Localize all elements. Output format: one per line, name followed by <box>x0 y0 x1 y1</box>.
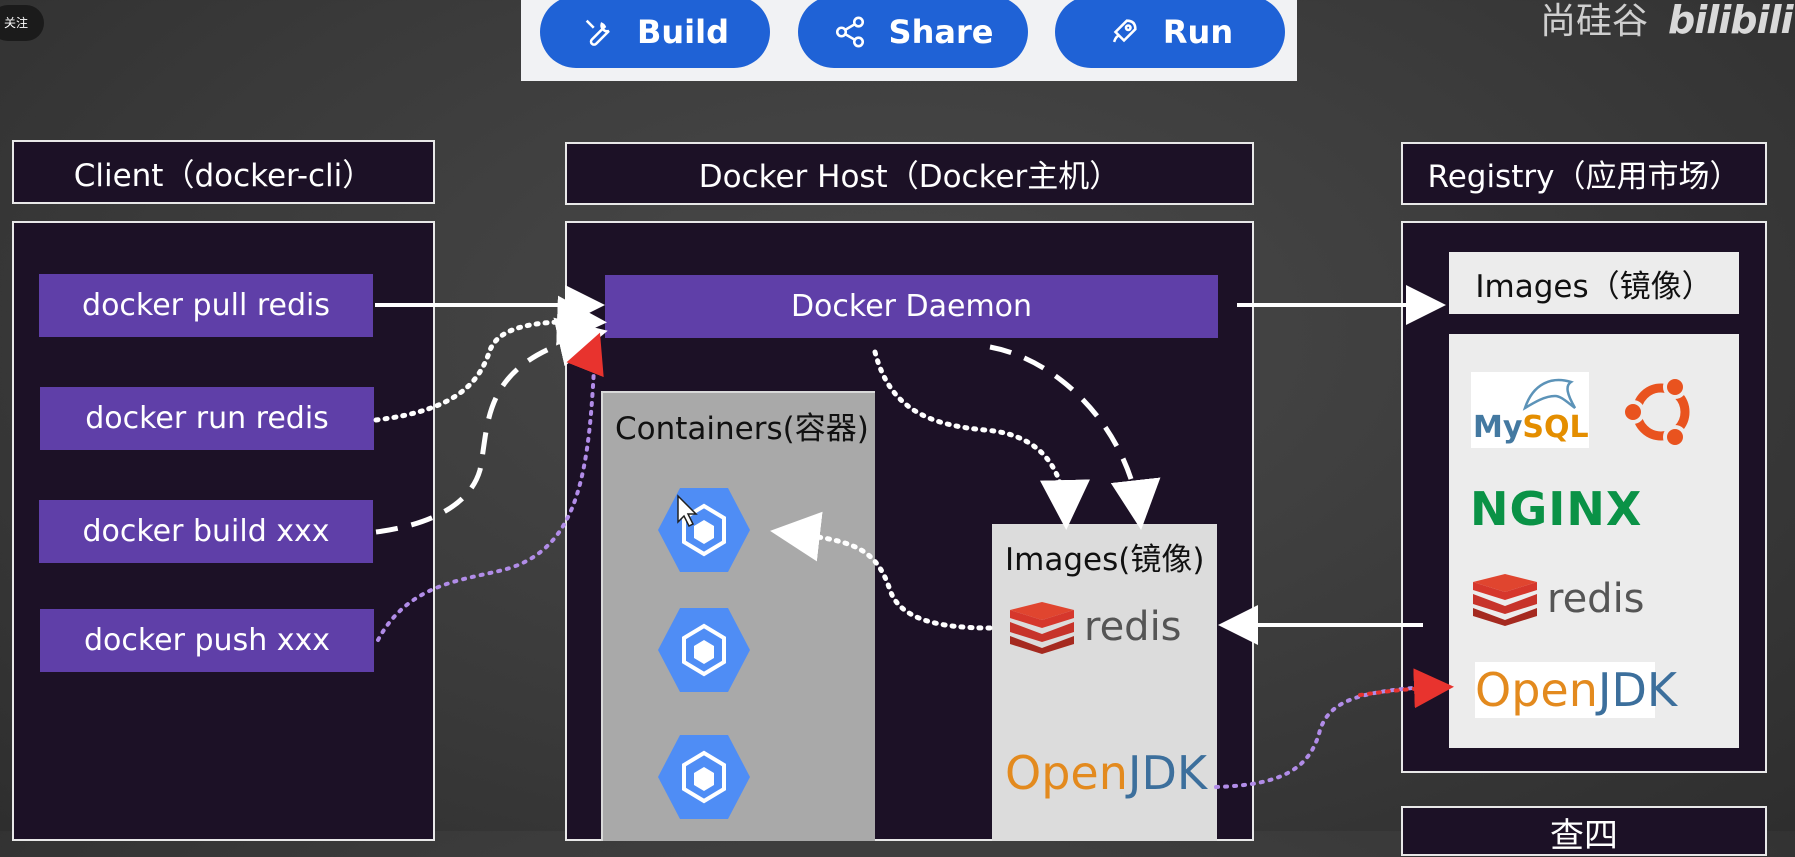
daemon-images-dashed-arrow <box>989 344 1161 530</box>
wrench-icon <box>585 19 610 46</box>
dolphin-icon <box>1522 378 1577 411</box>
toolbar: Build Share Run <box>521 0 1297 81</box>
share-icon <box>835 16 864 48</box>
client-title: Client（docker-cli） <box>12 140 435 204</box>
cmd-docker-pull: docker pull redis <box>39 274 373 337</box>
redis-icon <box>1473 574 1537 626</box>
registry-title: Registry（应用市场） <box>1401 142 1767 205</box>
containers-title: Containers(容器) <box>615 411 869 447</box>
registry-images-title: Images（镜像） <box>1449 252 1739 314</box>
openjdk-push-arrow <box>1214 684 1447 789</box>
share-label: Share <box>888 13 994 51</box>
cmd-docker-push: docker push xxx <box>40 609 374 672</box>
watermark-bilibili: bilibili <box>1668 0 1794 42</box>
share-button[interactable]: Share <box>798 0 1028 68</box>
container-icon <box>658 608 750 692</box>
mysql-label: MySQL <box>1473 410 1589 445</box>
run-label: Run <box>1162 13 1234 51</box>
host-redis-logo: redis <box>1008 600 1182 654</box>
run-button[interactable]: Run <box>1055 0 1285 68</box>
build-arrow <box>375 317 608 535</box>
host-redis-label: redis <box>1084 604 1182 650</box>
arrows-layer <box>373 285 1454 789</box>
host-images-title: Images(镜像) <box>1005 542 1205 578</box>
push-arrow <box>376 343 597 642</box>
build-button[interactable]: Build <box>540 0 770 68</box>
nginx-logo: NGINX <box>1470 482 1643 536</box>
container-icon <box>658 735 750 819</box>
registry-openjdk-logo: OpenJDK <box>1475 662 1678 718</box>
watermark-logo: 尚硅谷 <box>1540 1 1649 42</box>
host-openjdk-logo: OpenJDK <box>1005 746 1208 800</box>
cmd-docker-build: docker build xxx <box>39 500 373 563</box>
mouse-cursor-icon <box>677 494 698 528</box>
build-label: Build <box>636 13 729 51</box>
mysql-logo: MySQL <box>1471 372 1589 448</box>
redis-icon <box>1010 602 1074 654</box>
daemon-images-dotted-arrow <box>872 349 1090 530</box>
host-title: Docker Host（Docker主机） <box>565 142 1254 205</box>
host-images-box: Images(镜像) redis OpenJDK <box>992 524 1217 841</box>
run-arrow <box>373 295 607 423</box>
ubuntu-icon <box>1621 375 1690 449</box>
cmd-docker-run: docker run redis <box>40 387 374 450</box>
rocket-icon <box>1112 19 1137 43</box>
registry-images-box: MySQL NGINX redis OpenJDK <box>1449 334 1739 748</box>
images-container-arrow <box>770 511 993 631</box>
registry-redis-label: redis <box>1547 576 1645 622</box>
follow-button[interactable]: 关注 <box>0 5 44 41</box>
registry-redis-logo: redis <box>1471 572 1645 626</box>
docker-daemon: Docker Daemon <box>605 275 1218 338</box>
